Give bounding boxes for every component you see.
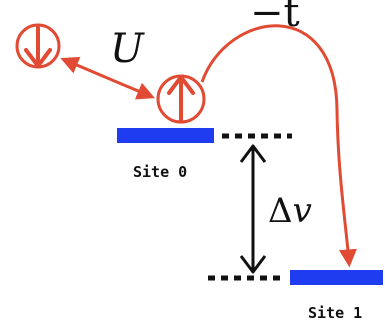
site1-label: Site 1	[308, 304, 362, 322]
site0-label: Site 0	[133, 163, 187, 181]
energy-offset-label: Δv	[268, 191, 312, 231]
hopping-arrow	[200, 24, 357, 268]
interaction-label: U	[110, 26, 145, 72]
energy-offset-arrow	[239, 144, 267, 274]
hopping-label: −t	[250, 0, 300, 36]
spin-down-icon	[15, 23, 61, 69]
site0-level	[117, 128, 214, 143]
site1-level	[290, 270, 383, 285]
interaction-arrow	[60, 56, 155, 100]
spin-up-icon	[156, 74, 206, 124]
